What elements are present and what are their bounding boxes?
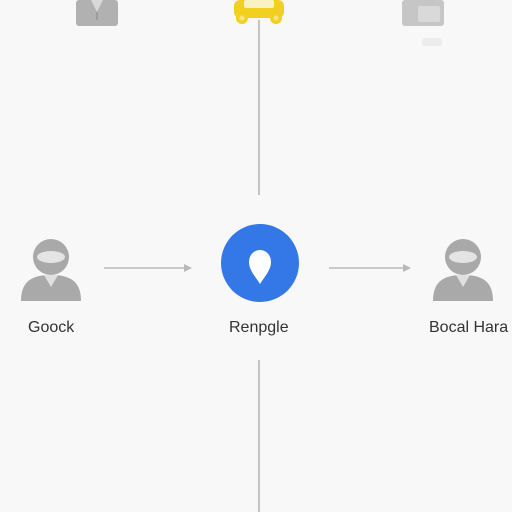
user-icon (433, 239, 493, 301)
car-icon (234, 0, 284, 24)
right-arrow (329, 264, 411, 272)
location-pin-icon[interactable] (220, 223, 300, 303)
left-arrow (104, 264, 192, 272)
user-icon (21, 239, 81, 301)
node-label-right: Bocal Hara (429, 319, 509, 336)
shirt-icon (76, 0, 118, 26)
node-label-left: Goock (28, 319, 75, 336)
node-label-center: Renpgle (229, 319, 289, 336)
box-icon (402, 0, 444, 46)
